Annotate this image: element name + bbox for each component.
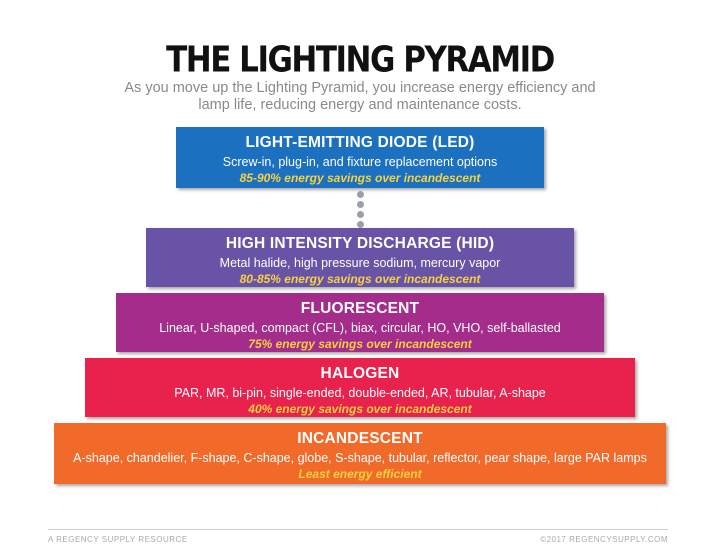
connector-dot [356, 201, 364, 208]
tier-name: LIGHT-EMITTING DIODE (LED) [245, 134, 475, 151]
tier-savings: Least energy efficient [298, 467, 422, 481]
tier-description: PAR, MR, bi-pin, single-ended, double-en… [174, 386, 546, 400]
connector-dot [356, 211, 364, 218]
footer-left: A REGENCY SUPPLY RESOURCE [48, 535, 188, 544]
tier-name: FLUORESCENT [300, 300, 420, 317]
tier-description: Linear, U-shaped, compact (CFL), biax, c… [159, 321, 561, 335]
tier-description: A-shape, chandelier, F-shape, C-shape, g… [73, 451, 647, 465]
footer-right: ©2017 REGENCYSUPPLY.COM [540, 535, 668, 544]
connector-dot [356, 191, 364, 198]
tier-hid: HIGH INTENSITY DISCHARGE (HID) Metal hal… [146, 228, 574, 287]
tier-savings: 75% energy savings over incandescent [248, 337, 472, 351]
tier-savings: 80-85% energy savings over incandescent [239, 272, 481, 286]
tier-halogen: HALOGEN PAR, MR, bi-pin, single-ended, d… [85, 358, 635, 417]
connector-dots [355, 191, 365, 231]
page-title: THE LIGHTING PYRAMID [166, 39, 555, 81]
page-subtitle: As you move up the Lighting Pyramid, you… [124, 80, 596, 113]
tier-fluorescent: FLUORESCENT Linear, U-shaped, compact (C… [116, 293, 604, 352]
tier-led: LIGHT-EMITTING DIODE (LED) Screw-in, plu… [176, 127, 544, 188]
connector-dot [356, 221, 364, 228]
tier-name: HIGH INTENSITY DISCHARGE (HID) [225, 235, 495, 252]
tier-name: HALOGEN [320, 365, 400, 382]
tier-savings: 85-90% energy savings over incandescent [239, 171, 481, 185]
tier-savings: 40% energy savings over incandescent [248, 402, 472, 416]
tier-incandescent: INCANDESCENT A-shape, chandelier, F-shap… [54, 423, 666, 484]
tier-description: Screw-in, plug-in, and fixture replaceme… [222, 155, 498, 169]
footer-divider [48, 529, 668, 530]
tier-name: INCANDESCENT [297, 430, 423, 447]
tier-description: Metal halide, high pressure sodium, merc… [219, 256, 501, 270]
